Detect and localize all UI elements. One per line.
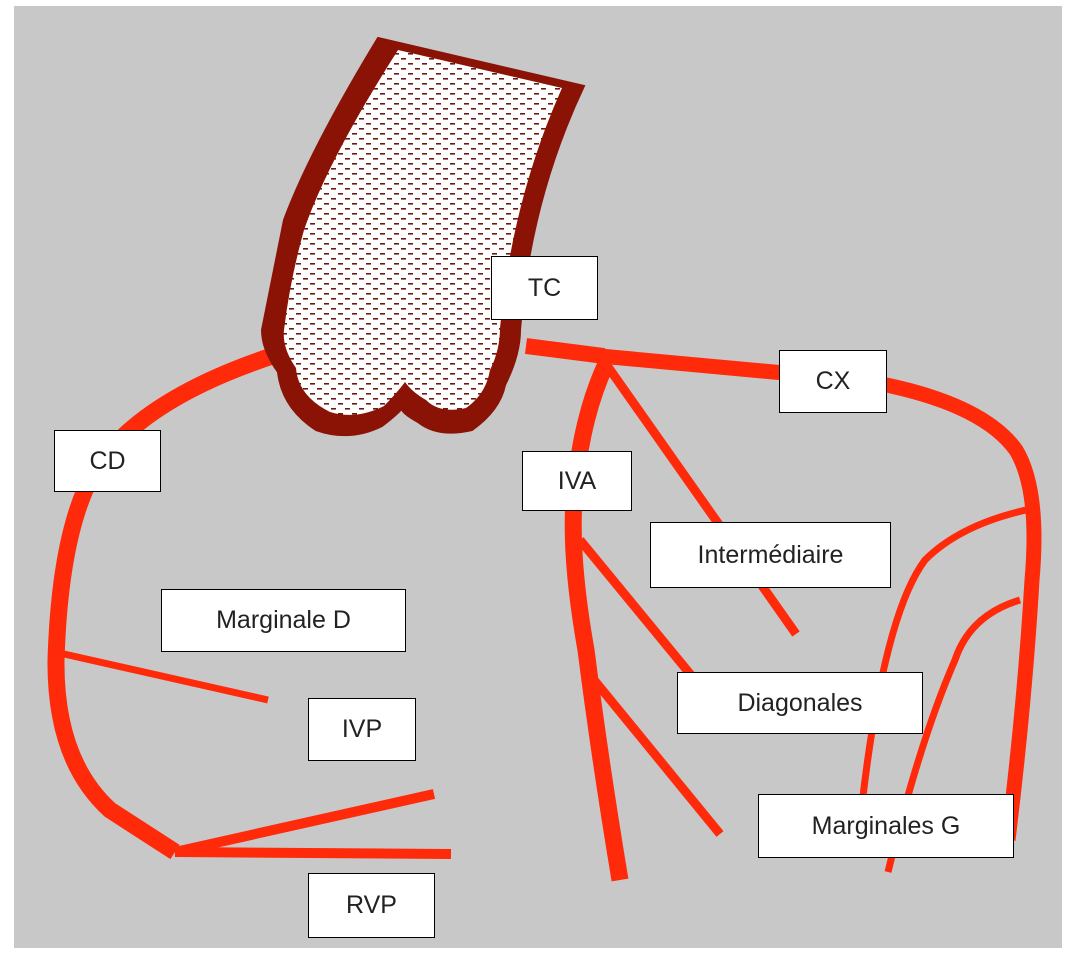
label-tc: TC [491, 256, 598, 320]
label-rvp: RVP [308, 873, 435, 938]
label-cd: CD [54, 430, 161, 492]
label-ivp: IVP [308, 698, 416, 761]
left-main-trunk [526, 346, 604, 356]
label-iva: IVA [522, 451, 632, 511]
label-marginale-d: Marginale D [161, 589, 406, 652]
ivp-branch [175, 794, 434, 852]
iva-artery [573, 364, 620, 880]
label-diagonales: Diagonales [677, 672, 923, 734]
intermediaire-branch [606, 364, 796, 634]
label-marginales-g: Marginales G [758, 794, 1014, 858]
label-intermediaire: Intermédiaire [650, 522, 891, 588]
marginale-d-branch [64, 654, 268, 700]
label-cx: CX [779, 350, 887, 413]
rvp-branch [175, 852, 451, 854]
